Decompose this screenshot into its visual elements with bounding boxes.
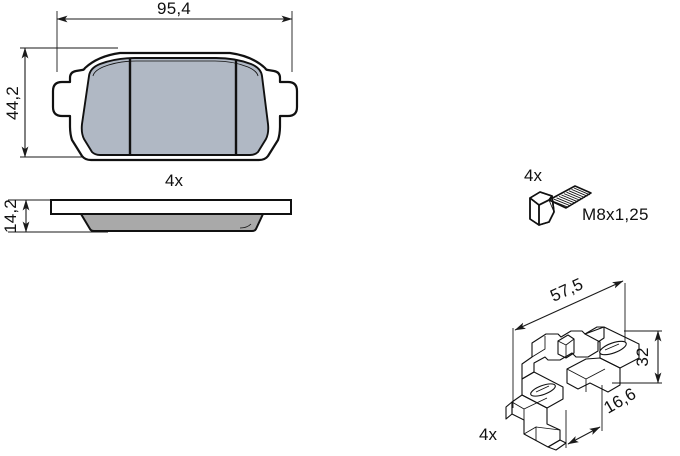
clip-group: 57,5 32 16,6 [479,274,662,451]
clip-upper-rail [521,326,605,380]
bolt-head-edge-line [548,199,555,213]
pad-side-friction-material [80,213,264,232]
dim-label-pad-width: 95,4 [157,0,191,18]
clip-left-slot-inner-line [535,385,550,393]
pad-side-chamfer-highlight [239,223,252,229]
pad-side-backing-plate [50,199,292,215]
dim-label-pad-height: 44,2 [3,86,22,120]
clip-left-foot-edges [511,397,561,441]
pad-ear-left [52,81,71,117]
clip-quantity-label: 4x [479,425,497,444]
bolt-thread-lines [551,187,590,208]
clip-left-hook [505,401,513,420]
dim-label-pad-thickness: 14,2 [1,199,20,233]
clip-right-block [584,326,640,369]
bolt-thread-spec-label: M8x1,25 [582,205,649,224]
pad-ear-right [279,81,298,117]
bolt-shank [548,185,592,209]
clip-center-tab-edges [557,338,575,358]
pad-top-view-group: 95,4 44,2 4x [3,0,299,190]
dim-label-clip-depth: 16,6 [601,384,640,417]
dim-label-clip-height: 32 [633,347,652,366]
bolt-head-top-facet [529,191,553,206]
clip-upper-rail-edge-lines [531,333,562,358]
dim-line-clip-length [514,280,624,331]
clip-bottom-tail [547,439,567,451]
clip-left-slot-oval [530,383,556,397]
clip-right-lower-flange [566,357,621,393]
bolt-group: 4x [524,166,649,226]
pad-side-view-group: 14,2 [1,199,292,233]
bolt-head-left-facet [529,197,540,226]
pad-inner-contour-highlight [92,60,259,77]
clip-center-tab [557,334,575,359]
pad-quantity-label: 4x [165,171,183,190]
clip-right-flange-edges [566,368,606,392]
clip-right-slot-oval [599,340,627,356]
bolt-head-silhouette [529,191,555,226]
dim-line-clip-depth [567,426,601,445]
bolt-quantity-label: 4x [524,166,542,185]
pad-friction-material [80,57,270,156]
clip-right-slot-inner-line [604,343,620,351]
